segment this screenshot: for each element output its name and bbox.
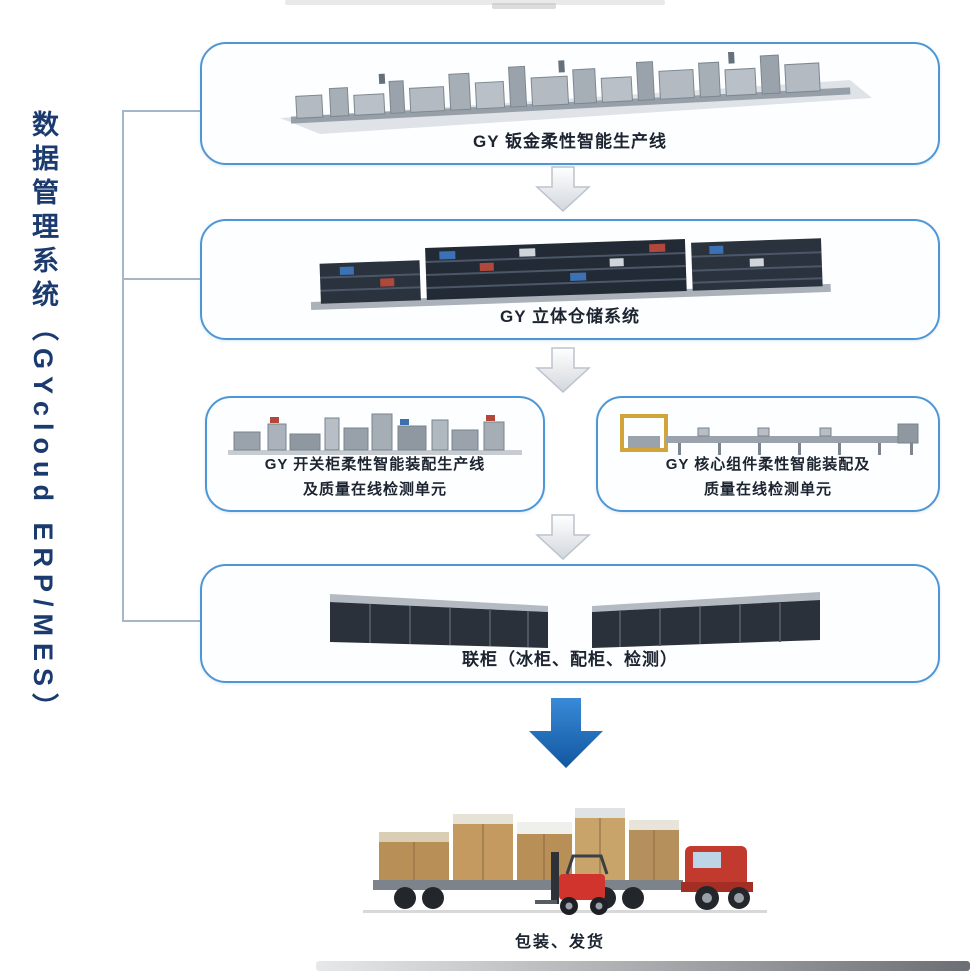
stage-sheet-metal-line: GY 钣金柔性智能生产线 xyxy=(200,42,940,165)
down-arrow-icon xyxy=(535,514,591,561)
scan-artifact-bottom xyxy=(316,961,970,971)
warehouse-caption: GY 立体仓储系统 xyxy=(500,307,640,326)
switchgear-caption-line2: 及质量在线检测单元 xyxy=(302,481,447,498)
switchgear-caption-line1: GY 开关柜柔性智能装配生产线 xyxy=(264,456,486,473)
sheet-metal-line-caption: GY 钣金柔性智能生产线 xyxy=(473,132,667,151)
connector-line-box2 xyxy=(122,278,200,280)
core-component-caption: GY 核心组件柔性智能装配及 质量在线检测单元 xyxy=(598,452,938,502)
cabinet-test-caption: 联柜（冰柜、配柜、检测） xyxy=(462,650,678,669)
stage-switchgear-assembly: GY 开关柜柔性智能装配生产线 及质量在线检测单元 xyxy=(205,396,545,512)
cabinet-line-image xyxy=(330,592,820,648)
connector-line-vertical xyxy=(122,110,124,622)
core-component-caption-line2: 质量在线检测单元 xyxy=(703,481,832,498)
stage-warehouse-system: GY 立体仓储系统 xyxy=(200,219,940,340)
core-component-caption-line1: GY 核心组件柔性智能装配及 xyxy=(665,456,871,473)
shipping-caption: 包装、发货 xyxy=(514,934,605,951)
flow-arrow-3 xyxy=(534,514,592,561)
stage-core-component-assembly: GY 核心组件柔性智能装配及 质量在线检测单元 xyxy=(596,396,940,512)
final-flow-arrow xyxy=(527,698,605,768)
data-management-system-label: 数据管理系统（GYcloud ERP/MES） xyxy=(28,110,58,728)
warehouse-image xyxy=(310,238,831,311)
flow-arrow-2 xyxy=(534,347,592,394)
sheet-metal-line-image xyxy=(280,52,872,134)
shipping-truck-image xyxy=(363,808,767,915)
flow-arrow-1 xyxy=(534,166,592,213)
stage-cabinet-test: 联柜（冰柜、配柜、检测） xyxy=(200,564,940,683)
down-arrow-icon xyxy=(535,347,591,394)
switchgear-assembly-image xyxy=(228,413,522,455)
scan-artifact-top xyxy=(285,0,665,5)
connector-line-box4 xyxy=(122,620,200,622)
scan-artifact-top-2 xyxy=(492,3,556,9)
down-arrow-icon xyxy=(535,166,591,213)
blue-down-arrow-icon xyxy=(529,698,603,768)
switchgear-caption: GY 开关柜柔性智能装配生产线 及质量在线检测单元 xyxy=(207,452,543,502)
core-component-line-image xyxy=(620,414,919,455)
connector-line-box1 xyxy=(122,110,200,112)
